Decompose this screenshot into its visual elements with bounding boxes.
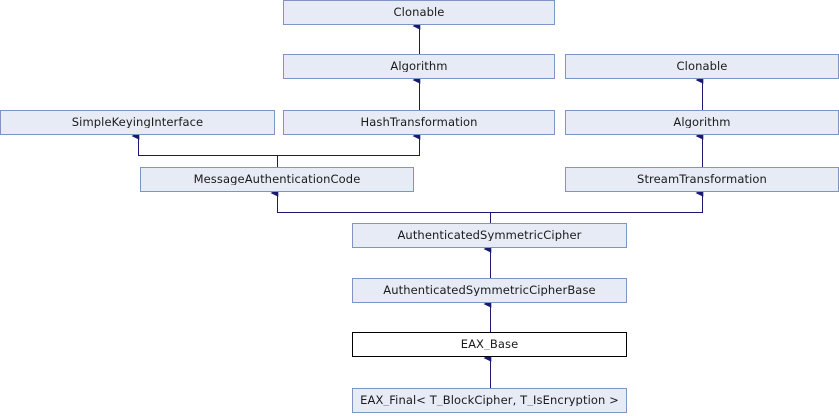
class-node-label: HashTransformation: [360, 116, 478, 129]
class-node-label: Algorithm: [673, 116, 731, 129]
class-node-algorithm-mid[interactable]: Algorithm: [283, 54, 555, 79]
class-node-label: EAX_Final< T_BlockCipher, T_IsEncryption…: [360, 394, 619, 407]
class-node-ascbase[interactable]: AuthenticatedSymmetricCipherBase: [352, 278, 627, 303]
inheritance-edge-e-mac-hash: [276, 132, 421, 167]
class-node-label: SimpleKeyingInterface: [71, 116, 204, 129]
class-node-label: StreamTransformation: [637, 173, 767, 186]
class-node-label: Clonable: [676, 60, 728, 73]
class-node-label: Algorithm: [390, 60, 448, 73]
inheritance-edge-e-asc-mac: [270, 189, 492, 223]
class-node-label: MessageAuthenticationCode: [193, 173, 361, 186]
class-node-streamtransform[interactable]: StreamTransformation: [565, 167, 839, 192]
inheritance-edge-e-mac-simplekeying: [131, 132, 279, 167]
class-node-label: AuthenticatedSymmetricCipherBase: [383, 284, 596, 297]
class-node-label: Clonable: [393, 6, 445, 19]
class-node-label: AuthenticatedSymmetricCipher: [397, 229, 582, 242]
class-node-asc[interactable]: AuthenticatedSymmetricCipher: [352, 223, 627, 248]
class-node-mac[interactable]: MessageAuthenticationCode: [140, 167, 414, 192]
class-node-eaxbase[interactable]: EAX_Base: [352, 332, 627, 357]
class-node-simplekeying[interactable]: SimpleKeyingInterface: [0, 110, 275, 135]
class-node-algorithm-right[interactable]: Algorithm: [565, 110, 839, 135]
class-node-hashtransform[interactable]: HashTransformation: [283, 110, 555, 135]
class-node-clonable-right[interactable]: Clonable: [565, 54, 839, 79]
class-node-label: EAX_Base: [460, 338, 519, 351]
class-node-clonable-top[interactable]: Clonable: [283, 0, 555, 25]
inheritance-edge-e-asc-stream: [489, 189, 704, 223]
class-node-eaxfinal[interactable]: EAX_Final< T_BlockCipher, T_IsEncryption…: [352, 388, 627, 413]
